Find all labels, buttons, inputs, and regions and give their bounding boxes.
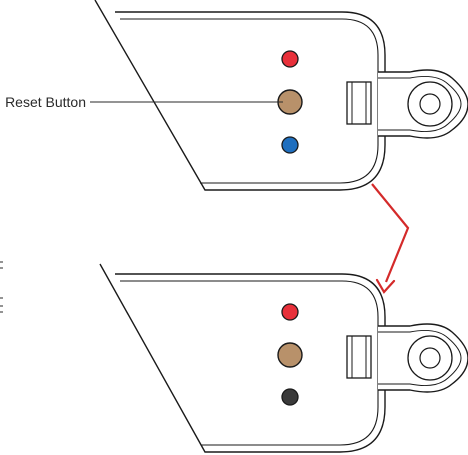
mounting-tab-inner xyxy=(378,330,462,386)
off-led xyxy=(281,388,299,406)
red-led xyxy=(281,50,299,68)
margin-tick xyxy=(0,261,3,269)
reset-button[interactable] xyxy=(277,342,303,368)
margin-marks xyxy=(0,261,3,313)
blue-led xyxy=(281,136,299,154)
latch-clip-inner xyxy=(351,335,367,379)
mounting-hole xyxy=(419,93,441,115)
device-body-outline xyxy=(94,0,386,191)
arrow-shaft xyxy=(371,183,410,283)
mounting-tab-inner xyxy=(378,76,462,132)
mounting-hole xyxy=(419,347,441,369)
latch-clip xyxy=(346,335,372,379)
device-body-inner-outline xyxy=(120,280,379,446)
device-after xyxy=(99,263,468,453)
margin-tick xyxy=(0,297,3,313)
latch-clip xyxy=(346,81,372,125)
device-body-outline xyxy=(99,263,386,453)
latch-clip-inner xyxy=(351,81,367,125)
reset-button-label: Reset Button xyxy=(5,94,86,110)
red-led xyxy=(281,303,299,321)
device-before: Reset Button xyxy=(5,0,468,191)
device-body-inner-outline xyxy=(120,18,379,184)
arrow-head-icon xyxy=(375,278,396,294)
transition-arrow xyxy=(371,183,410,294)
